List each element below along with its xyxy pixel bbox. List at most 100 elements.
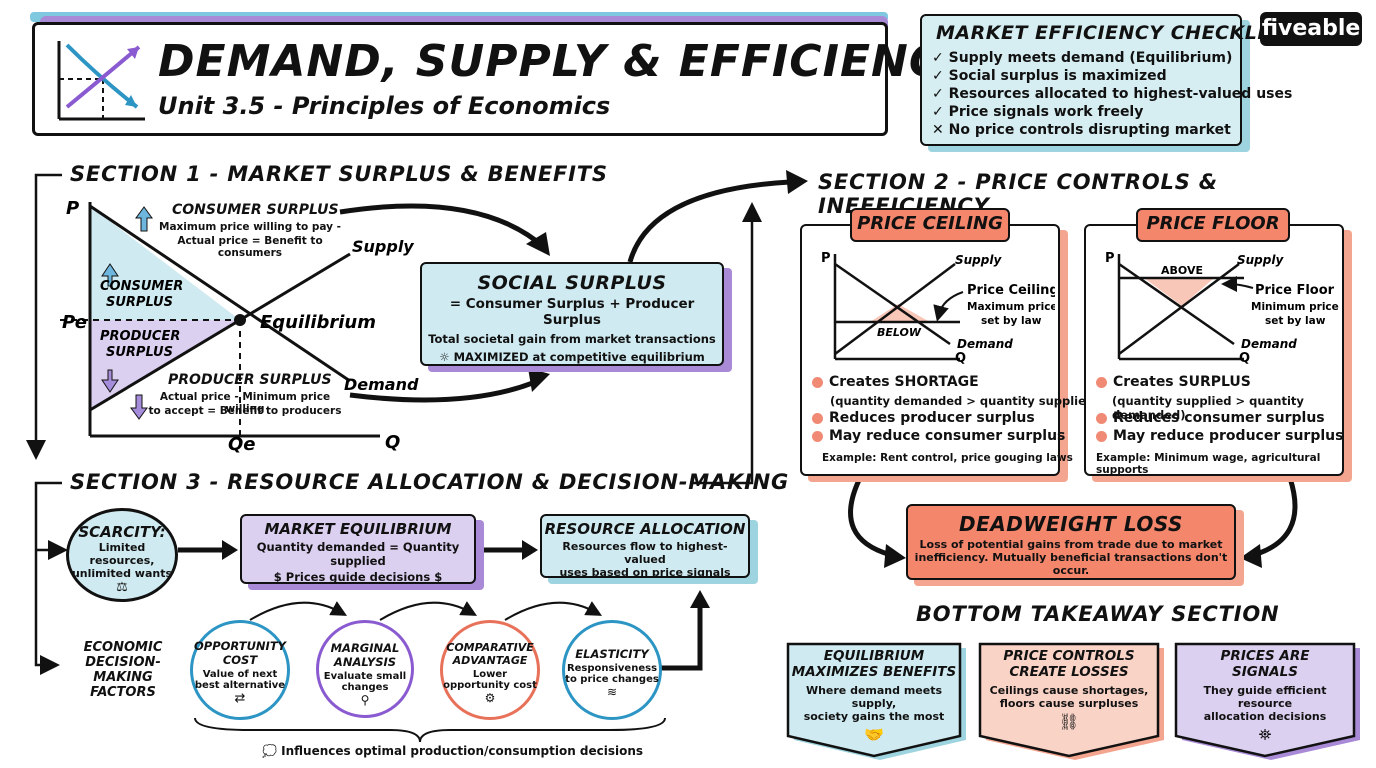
allocation-desc: Resources flow to highest-valued: [562, 540, 728, 566]
factor-title: ADVANTAGE: [452, 654, 528, 667]
factors-label-line: FACTORS: [90, 685, 156, 700]
price-ceiling-graph: P Q Supply Demand BELOW Price Ceiling Ma…: [821, 251, 1055, 366]
takeaway-card-desc: society gains the most: [803, 710, 945, 723]
supply-demand-icon: [57, 41, 145, 121]
consumer-region-label: CONSUMER: [100, 279, 183, 294]
takeaway-card-title: PRICE CONTROLS: [1003, 648, 1135, 664]
factor-elasticity: ELASTICITY Responsiveness to price chang…: [562, 620, 662, 720]
fiveable-logo[interactable]: fiveable: [1260, 12, 1362, 46]
swap-icon: ⇄: [234, 691, 246, 706]
takeaway-card-desc: allocation decisions: [1203, 710, 1327, 723]
factors-label-line: ECONOMIC: [83, 640, 163, 655]
price-floor-card: [1084, 224, 1344, 476]
social-surplus-desc: Total societal gain from market transact…: [428, 332, 716, 346]
factor-title: OPPORTUNITY: [193, 639, 286, 653]
factor-desc: changes: [341, 682, 389, 693]
floor-bullet: May reduce producer surplus: [1113, 428, 1344, 444]
floor-bullet: Creates SURPLUS: [1113, 374, 1251, 390]
factor-title: COMPARATIVE: [446, 641, 534, 654]
checklist-item: ✓ Resources allocated to highest-valued …: [932, 86, 1293, 102]
section3-title: SECTION 3 - RESOURCE ALLOCATION & DECISI…: [70, 470, 790, 494]
price-floor-label: PRICE FLOOR: [1136, 208, 1290, 242]
consumer-surplus-desc: Actual price = Benefit to consumers: [177, 235, 323, 259]
ceiling-region-label: BELOW: [877, 326, 922, 339]
deadweight-desc: Loss of potential gains from trade due t…: [919, 538, 1223, 551]
scarcity-desc: unlimited wants: [71, 567, 173, 580]
scarcity-node: SCARCITY: Limited resources, unlimited w…: [66, 508, 178, 602]
takeaway-card-prices-signals: PRICES ARE SIGNALS They guide efficient …: [1176, 648, 1354, 745]
bullet-dot: [812, 376, 823, 388]
factor-desc: Lower: [472, 669, 508, 680]
ceiling-q-label: Q: [955, 351, 966, 366]
pe-label: Pe: [62, 312, 87, 333]
ceiling-ann-2: set by law: [981, 315, 1042, 327]
takeaway-card-title: MAXIMIZES BENEFITS: [791, 664, 957, 680]
floor-supply-label: Supply: [1237, 253, 1284, 267]
market-eq-desc: Quantity demanded = Quantity supplied: [256, 540, 460, 568]
broken-chain-icon: ⛓: [1058, 712, 1080, 731]
takeaway-card-desc: Where demand meets supply,: [805, 684, 943, 710]
factors-label: ECONOMIC DECISION-MAKING FACTORS: [60, 640, 186, 700]
bullet-dot: [1096, 430, 1107, 442]
floor-ann-1: Minimum price: [1251, 301, 1339, 313]
up-arrow-icon: [135, 206, 153, 232]
ceiling-demand-label: Demand: [957, 337, 1013, 351]
producer-surplus-desc: to accept = Benefit to producers: [148, 405, 342, 417]
checklist-title: MARKET EFFICIENCY CHECKLIST: [936, 22, 1293, 44]
factor-title: ANALYSIS: [333, 655, 397, 669]
page-title: DEMAND, SUPPLY & EFFICIENCY: [158, 36, 976, 87]
market-eq-desc: Prices guide decisions: [285, 570, 431, 584]
resource-allocation-box: RESOURCE ALLOCATION Resources flow to hi…: [540, 514, 750, 579]
price-floor-graph: P Q Supply Demand ABOVE Price Floor Mini…: [1105, 251, 1339, 366]
gear-icon: ⚙: [484, 691, 496, 705]
money-bag-icon: $: [430, 570, 443, 584]
takeaway-card-title: EQUILIBRIUM: [823, 648, 925, 664]
floor-demand-label: Demand: [1241, 337, 1297, 351]
down-arrow-icon: [130, 394, 148, 420]
bullet-dot: [1096, 376, 1107, 388]
section2-title: SECTION 2 - PRICE CONTROLS & INEFFICIENC…: [818, 170, 1218, 218]
ceiling-bullet: Creates SHORTAGE: [829, 374, 979, 390]
takeaway-shapes: [786, 642, 1360, 760]
checklist-item: ✓ Social surplus is maximized: [932, 68, 1167, 84]
page-subtitle: Unit 3.5 - Principles of Economics: [158, 92, 611, 120]
title-banner: [32, 22, 888, 136]
sun-icon: ☼: [439, 350, 454, 364]
allocation-desc: uses based on price signals: [559, 566, 731, 579]
factor-marginal-analysis: MARGINAL ANALYSIS Evaluate small changes…: [316, 620, 414, 718]
takeaway-title: BOTTOM TAKEAWAY SECTION: [916, 602, 1280, 626]
demand-label: Demand: [344, 375, 419, 394]
bullet-dot: [1096, 412, 1107, 424]
handshake-icon: 🤝: [864, 725, 884, 744]
checklist-box: [920, 14, 1242, 146]
floor-example: Example: Minimum wage, agricultural supp…: [1096, 452, 1321, 476]
social-surplus-title: SOCIAL SURPLUS: [477, 272, 667, 294]
floor-bullet: Reduces consumer surplus: [1113, 410, 1325, 426]
checklist-item: ✓ Price signals work freely: [932, 104, 1144, 120]
takeaway-card-equilibrium: EQUILIBRIUM MAXIMIZES BENEFITS Where dem…: [788, 648, 960, 744]
deadweight-desc: inefficiency. Mutually beneficial transa…: [914, 551, 1228, 577]
floor-p-label: P: [1105, 251, 1115, 266]
price-ceiling-card: [800, 224, 1060, 476]
supply-label: Supply: [352, 237, 414, 256]
takeaway-card-desc: They guide efficient resource: [1203, 684, 1327, 710]
ceiling-bullet: Reduces producer surplus: [829, 410, 1035, 426]
lighthouse-icon: ⛯: [1258, 725, 1272, 744]
thought-bubble-icon: 💭: [262, 744, 282, 758]
deadweight-title: DEADWEIGHT LOSS: [959, 512, 1183, 536]
bullet-dot: [812, 430, 823, 442]
factor-desc: to price changes: [565, 674, 659, 685]
consumer-surplus-title: CONSUMER SURPLUS: [172, 202, 339, 218]
floor-q-label: Q: [1239, 351, 1250, 366]
floor-bullet-sub: (quantity supplied > quantity demanded): [1112, 394, 1304, 422]
influence-note: Influences optimal production/consumptio…: [281, 744, 644, 758]
social-surplus-box: SOCIAL SURPLUS = Consumer Surplus + Prod…: [420, 262, 724, 366]
producer-surplus-title: PRODUCER SURPLUS: [168, 372, 332, 388]
takeaway-card-desc: Ceilings cause shortages,: [989, 684, 1149, 697]
social-surplus-max: MAXIMIZED at competitive equilibrium: [453, 350, 705, 364]
factor-title: COST: [222, 653, 258, 667]
ceiling-ann-title: Price Ceiling: [967, 283, 1055, 298]
floor-ann-title: Price Floor: [1255, 283, 1335, 298]
takeaway-card-title: CREATE LOSSES: [1009, 664, 1129, 680]
factor-desc: opportunity cost: [443, 680, 537, 691]
